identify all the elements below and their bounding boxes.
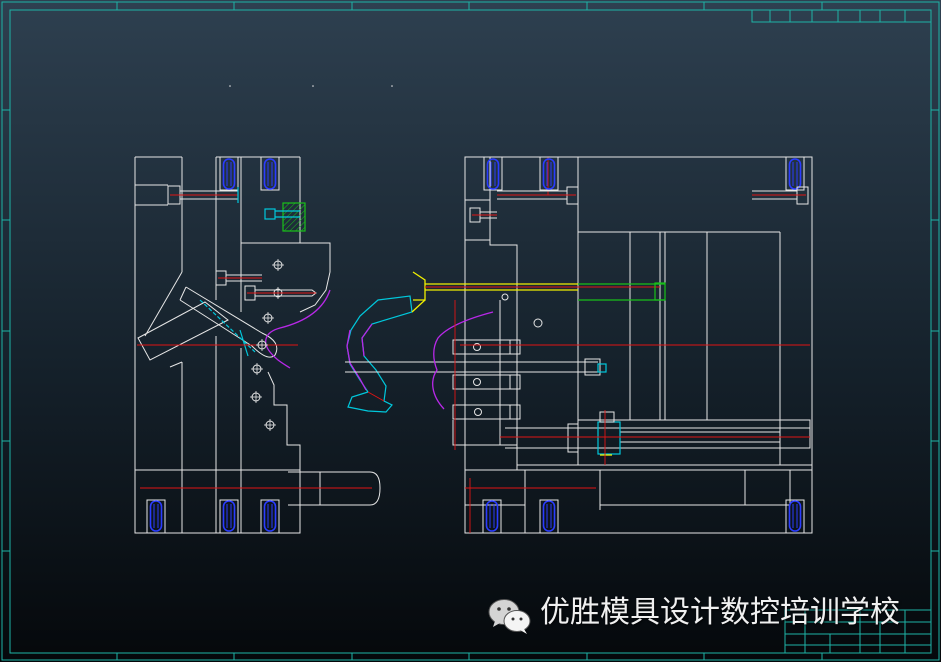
core-pin bbox=[412, 271, 666, 301]
return-shaft bbox=[500, 411, 811, 456]
reference-dots bbox=[229, 85, 393, 87]
watermark-text: 优胜模具设计数控培训学校 bbox=[540, 595, 900, 630]
title-block-top bbox=[751, 9, 932, 23]
bolts-left bbox=[146, 156, 317, 534]
part-edge-right bbox=[432, 311, 494, 410]
guide-rod bbox=[345, 358, 607, 376]
mold-half-right bbox=[345, 156, 813, 534]
title-block-bottom bbox=[784, 609, 932, 654]
holes-right bbox=[501, 293, 543, 328]
angled-lifter bbox=[137, 271, 278, 368]
bolts-right bbox=[469, 156, 809, 534]
hatched-insert bbox=[264, 202, 306, 232]
wechat-icon bbox=[488, 599, 531, 634]
ejector-rod-left bbox=[140, 471, 381, 506]
ejector-pins-right bbox=[452, 339, 521, 420]
molded-product bbox=[346, 295, 426, 413]
mold-half-left bbox=[134, 156, 381, 534]
centerlines-right bbox=[454, 157, 810, 533]
part-edge-left bbox=[265, 289, 331, 369]
